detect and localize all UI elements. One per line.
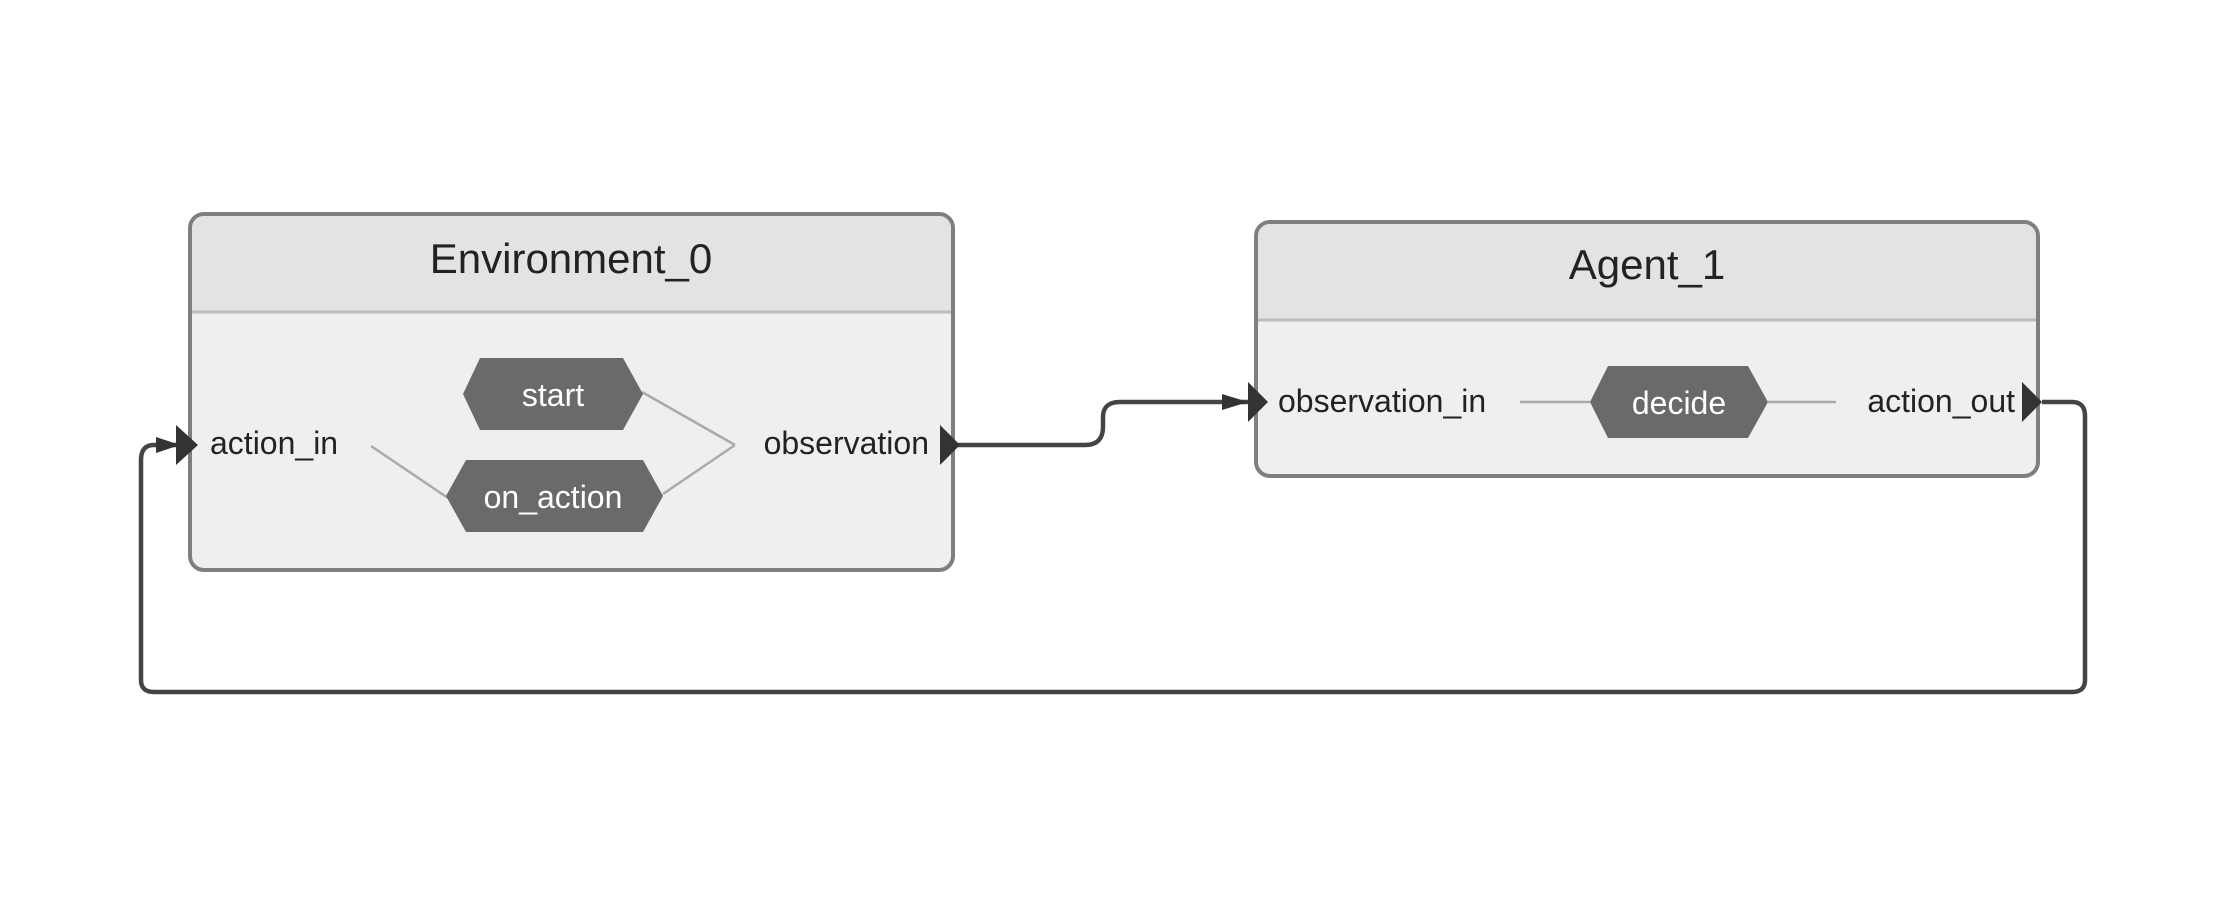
function-decide-shape [1590,366,1768,438]
port-observation-label: observation [764,425,929,461]
port-action-out-arrow [2022,382,2042,422]
agent-node-header [1258,224,2036,320]
function-decide[interactable]: decide [1590,366,1768,438]
wire-arrow-head [1222,394,1248,410]
connection-observation-to-observation-in[interactable] [956,399,1248,448]
environment-internal-line [662,443,736,496]
port-action-in-label: action_in [210,425,338,461]
function-decide-label: decide [1632,385,1726,421]
wire-arrow-head [156,437,180,453]
environment-title: Environment_0 [430,235,713,282]
port-action-out-label: action_out [1867,383,2015,419]
port-observation-arrow [940,425,960,465]
environment-internal-line [641,390,736,447]
agent-title: Agent_1 [1569,241,1725,288]
environment-internal-line [370,444,449,500]
environment-node[interactable]: Environment_0 start on_action action_in … [188,212,955,572]
agent-node[interactable]: Agent_1 decide observation_in action_out [1254,220,2040,478]
function-on-action-shape [446,460,663,532]
port-action-in-arrow [176,425,198,465]
function-start-label: start [522,377,584,413]
function-start-shape [463,358,643,430]
port-observation-in-arrow [1248,382,1268,422]
connection-action-out-to-action-in[interactable] [138,399,2088,695]
function-start[interactable]: start [463,358,643,430]
function-on-action-label: on_action [484,479,623,515]
environment-node-header [192,216,951,312]
function-on-action[interactable]: on_action [446,460,663,532]
port-observation-in-label: observation_in [1278,383,1486,419]
